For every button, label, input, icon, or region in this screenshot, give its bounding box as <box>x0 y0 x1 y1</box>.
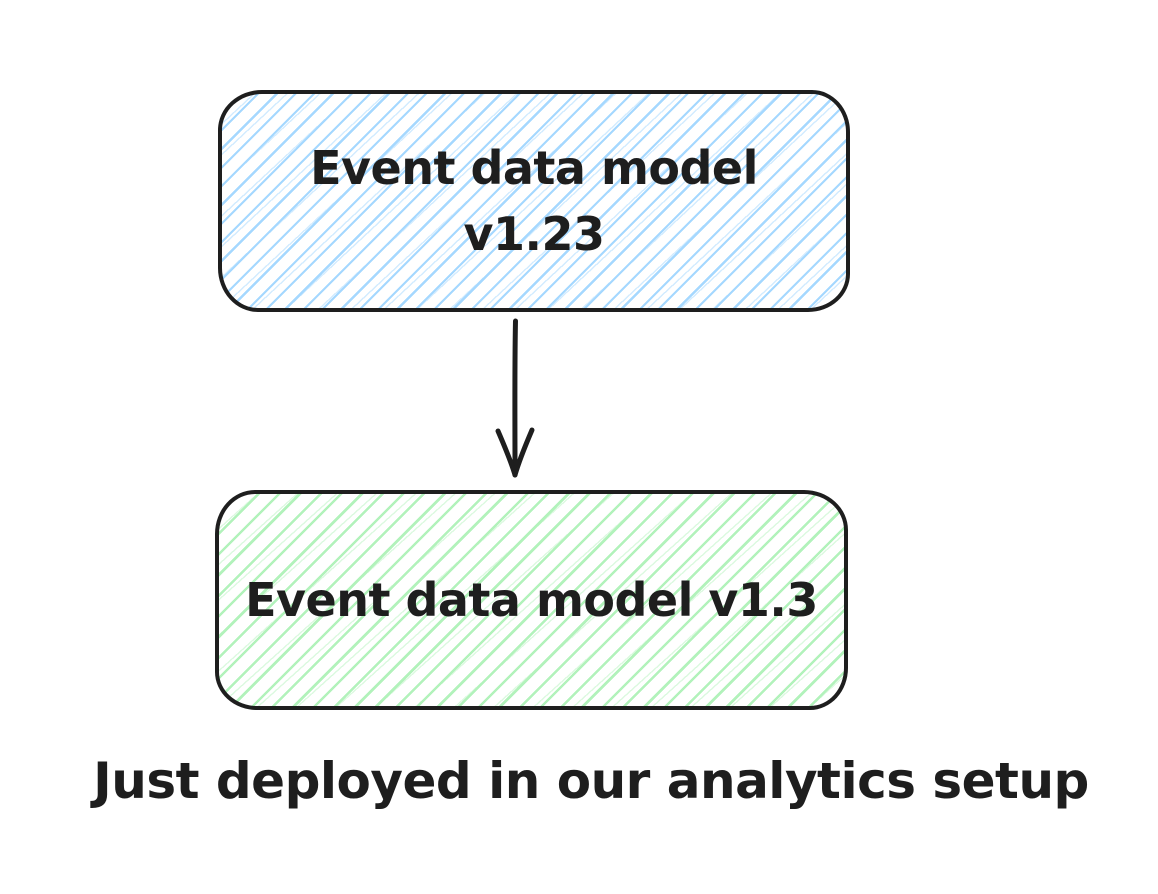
event-model-v123-box: Event data model v1.23 <box>218 90 850 312</box>
event-model-v13-box: Event data model v1.3 <box>215 490 848 710</box>
event-model-v123-label-line1: Event data model <box>310 141 758 195</box>
event-model-v13-label-line: Event data model v1.3 <box>245 573 818 627</box>
event-model-v123-label-line2: v1.23 <box>463 207 605 261</box>
event-model-v13-label: Event data model v1.3 <box>245 567 818 633</box>
down-arrow-icon <box>495 318 535 478</box>
event-model-v123-label: Event data model v1.23 <box>310 135 758 267</box>
diagram-caption: Just deployed in our analytics setup <box>93 752 1089 810</box>
